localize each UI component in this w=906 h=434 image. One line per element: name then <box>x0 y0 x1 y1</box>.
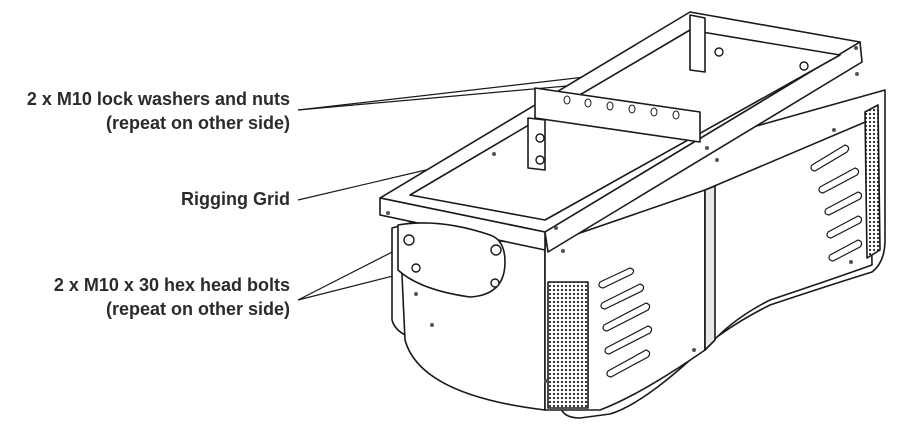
screw-icon <box>561 249 565 253</box>
hole-icon <box>606 101 614 111</box>
divider-plate <box>534 87 701 143</box>
vent-slot <box>598 267 635 289</box>
bolt-icon <box>411 263 421 273</box>
hole-icon <box>650 107 658 117</box>
screw-icon <box>492 152 496 156</box>
vent-slot <box>810 144 850 172</box>
bolts <box>403 47 809 288</box>
vent-slot <box>818 167 860 194</box>
nut-icon <box>799 61 809 71</box>
hole-icon <box>584 98 592 108</box>
bolt-icon <box>490 278 500 288</box>
callout-hex-bolts-line1: 2 x M10 x 30 hex head bolts <box>53 275 290 295</box>
screw-icon <box>386 211 390 215</box>
callout-rigging-grid: Rigging Grid <box>181 187 290 211</box>
vent-slot <box>600 283 645 310</box>
callout-lock-washers: 2 x M10 lock washers and nuts (repeat on… <box>27 87 290 135</box>
divider-holes <box>563 95 680 120</box>
vent-slot <box>606 349 651 378</box>
screw-icon <box>832 128 836 132</box>
cabinet <box>379 11 886 419</box>
screw-icon <box>554 226 558 230</box>
screw-icon <box>430 323 434 327</box>
vent-slot <box>604 325 653 355</box>
screw-icon <box>849 260 853 264</box>
screws <box>386 46 859 383</box>
nut-icon <box>535 155 545 165</box>
leader-hex-bolts-a <box>297 244 407 301</box>
callout-hex-bolts: 2 x M10 x 30 hex head bolts (repeat on o… <box>54 273 290 321</box>
rigging-grid-front-edge <box>379 197 546 251</box>
callout-hex-bolts-line2: (repeat on other side) <box>105 299 290 319</box>
screw-icon <box>855 72 859 76</box>
nut-icon <box>714 47 724 57</box>
grille-front <box>547 281 589 409</box>
callout-lock-washers-line1: 2 x M10 lock washers and nuts <box>26 89 290 109</box>
callout-lock-washers-line2: (repeat on other side) <box>105 113 290 133</box>
screw-icon <box>692 348 696 352</box>
screw-icon <box>854 46 858 50</box>
screw-icon <box>414 292 418 296</box>
nut-icon <box>535 133 545 143</box>
mounting-plate <box>397 222 506 298</box>
rack-strip <box>704 185 716 351</box>
vent-slots-front <box>598 267 653 378</box>
hole-icon <box>563 95 571 105</box>
grille-rear <box>864 104 881 259</box>
hole-icon <box>628 104 636 114</box>
vent-slots-right <box>810 144 863 262</box>
vent-slot <box>824 191 863 216</box>
screw-icon <box>715 158 719 162</box>
vent-slot <box>828 239 863 262</box>
screw-icon <box>544 379 548 383</box>
callout-rigging-grid-line1: Rigging Grid <box>181 189 290 209</box>
rear-bracket <box>689 14 706 73</box>
bolt-icon <box>403 234 415 246</box>
hole-icon <box>672 110 680 120</box>
bolt-icon <box>490 244 502 256</box>
vent-slot <box>826 215 863 239</box>
rigging-grid-side-edge <box>544 41 863 253</box>
vent-slot <box>602 302 651 332</box>
screw-icon <box>705 146 709 150</box>
side-face-right <box>704 119 873 351</box>
